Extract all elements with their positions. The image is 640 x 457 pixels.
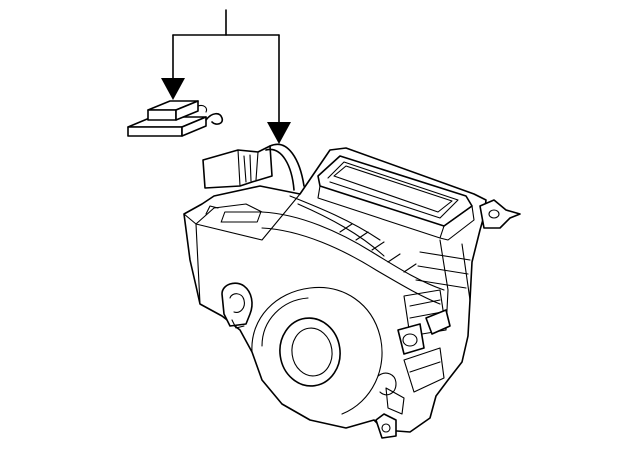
motor-connector <box>202 143 305 191</box>
arrow-down-icon <box>161 78 185 100</box>
air-outlet-duct <box>317 155 475 241</box>
blower-scroll <box>251 286 383 415</box>
arrow-down-icon <box>267 122 291 144</box>
mounting-tab <box>479 199 521 229</box>
callout-to-resistor <box>161 34 185 100</box>
blower-inlet <box>279 317 341 387</box>
side-clip <box>221 282 253 329</box>
callout-to-blower-housing <box>267 34 291 144</box>
resistor-module-icon <box>127 100 224 137</box>
blower-housing-icon <box>183 143 521 439</box>
callout-leader <box>172 9 280 36</box>
